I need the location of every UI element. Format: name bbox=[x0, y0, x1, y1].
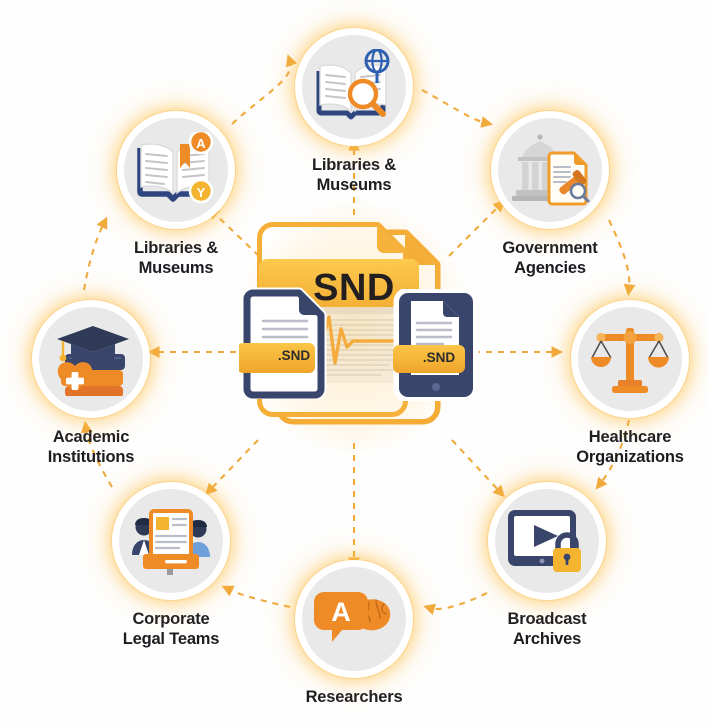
node-label-line2: Organizations bbox=[576, 448, 684, 467]
document-page-background bbox=[313, 305, 399, 383]
node-libraries-museums-left[interactable]: A Y Libraries & Museums bbox=[99, 111, 253, 278]
node-government-agencies[interactable]: Government Agencies bbox=[473, 111, 627, 278]
node-label-line1: Academic bbox=[52, 428, 130, 446]
node-label-line2: Museums bbox=[138, 259, 214, 278]
lock-icon bbox=[553, 532, 581, 572]
node-circle bbox=[488, 482, 606, 600]
graduation-cap-icon bbox=[57, 326, 129, 366]
node-label-line2: Archives bbox=[512, 630, 582, 649]
document-with-gavel bbox=[547, 151, 590, 206]
node-academic-institutions[interactable]: Academic Institutions bbox=[14, 300, 168, 467]
magnifier-icon bbox=[347, 78, 386, 117]
node-label: Healthcare Organizations bbox=[553, 427, 707, 467]
node-label: Corporate Legal Teams bbox=[94, 609, 248, 649]
balance-scales-icon bbox=[591, 328, 669, 393]
svg-text:A: A bbox=[196, 136, 206, 151]
node-circle bbox=[491, 111, 609, 229]
courthouse-gavel-document-icon bbox=[512, 134, 590, 206]
node-corporate-legal-teams[interactable]: Corporate Legal Teams bbox=[94, 482, 248, 649]
snd-document-icon bbox=[239, 287, 327, 399]
node-circle bbox=[571, 300, 689, 418]
node-researchers[interactable]: A Researchers bbox=[277, 560, 431, 707]
file-front-corner-fold bbox=[377, 227, 403, 253]
node-label: Libraries & Museums bbox=[99, 238, 253, 278]
node-label: Academic Institutions bbox=[14, 427, 168, 467]
node-label-line1: Libraries & bbox=[134, 239, 218, 257]
center-file-hub: SND .SND .SND bbox=[237, 201, 479, 455]
node-circle bbox=[112, 482, 230, 600]
open-book-globe-magnifier-icon bbox=[316, 49, 390, 120]
node-circle: A Y bbox=[117, 111, 235, 229]
node-label-line1: Libraries & bbox=[312, 156, 396, 174]
node-label-line2: Institutions bbox=[47, 448, 135, 467]
node-label-line1: Researchers bbox=[305, 688, 403, 706]
node-broadcast-archives[interactable]: Broadcast Archives bbox=[470, 482, 624, 649]
heart-plus-icon bbox=[57, 362, 93, 391]
node-label: Libraries & Museums bbox=[277, 155, 431, 195]
svg-text:A: A bbox=[331, 597, 351, 627]
node-label-line1: Broadcast bbox=[507, 610, 587, 628]
badge-a-icon: A bbox=[188, 132, 214, 155]
legal-team-podium-icon bbox=[132, 509, 210, 575]
node-label-line2: Agencies bbox=[514, 259, 586, 278]
svg-text:Y: Y bbox=[197, 185, 206, 200]
node-libraries-museums-top[interactable]: Libraries & Museums bbox=[277, 28, 431, 195]
node-label-line1: Corporate bbox=[132, 610, 210, 628]
badge-y-icon: Y bbox=[188, 178, 214, 204]
node-label-line1: Healthcare bbox=[588, 428, 672, 446]
globe-icon bbox=[364, 49, 390, 83]
snd-file-graphic bbox=[257, 222, 441, 425]
bookmark-icon bbox=[180, 144, 190, 168]
node-circle bbox=[295, 28, 413, 146]
node-label-line2: Museums bbox=[316, 176, 392, 195]
node-circle: A bbox=[295, 560, 413, 678]
open-book-bookmark-badges-icon: A Y bbox=[137, 132, 214, 204]
speech-bubble-brain-icon: A bbox=[314, 592, 391, 642]
tablet-play-lock-icon bbox=[508, 510, 581, 572]
node-circle bbox=[32, 300, 150, 418]
node-healthcare-organizations[interactable]: Healthcare Organizations bbox=[553, 300, 707, 467]
node-label: Broadcast Archives bbox=[470, 609, 624, 649]
graduation-cap-books-heart-icon bbox=[57, 326, 129, 396]
node-label: Government Agencies bbox=[473, 238, 627, 278]
node-label-line2: Legal Teams bbox=[122, 630, 220, 649]
node-label: Researchers bbox=[277, 687, 431, 707]
file-corner-fold bbox=[405, 235, 435, 265]
node-label-line1: Government bbox=[502, 239, 598, 257]
snd-tablet-icon bbox=[393, 289, 479, 401]
